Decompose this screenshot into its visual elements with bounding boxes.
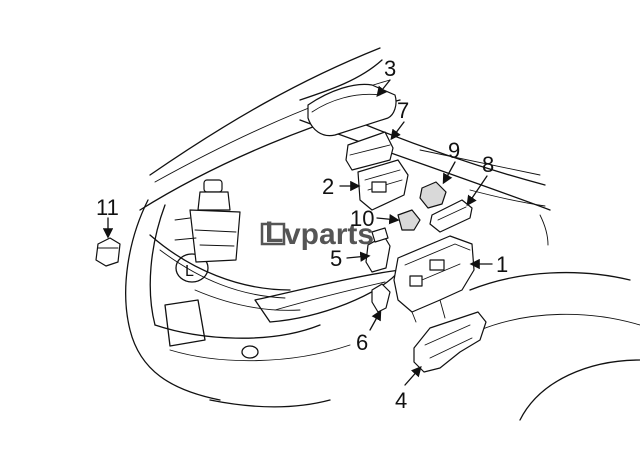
callout-8: 8 [482,152,494,177]
leader-arrows [102,79,493,386]
callout-3: 3 [384,56,396,81]
callout-2: 2 [322,174,334,199]
part-junction-block [357,159,409,211]
part-fuse-box [393,235,475,323]
svg-text:L: L [185,263,194,280]
callout-7: 7 [397,98,409,123]
part-fuse-box-cover [307,83,397,137]
watermark: L vparts [260,216,374,251]
callout-6: 6 [356,330,368,355]
part-relay-9 [419,181,447,209]
part-connector-6 [371,283,391,313]
watermark-text: vparts [284,218,374,251]
part-relay-11 [95,237,121,267]
watermark-logo-letter: L [265,216,283,249]
callout-9: 9 [448,138,460,163]
part-fuse-holder [429,199,473,233]
part-lower-bracket [413,311,487,373]
part-bracket-5 [365,227,391,273]
callout-4: 4 [395,388,407,413]
callout-5: 5 [330,246,342,271]
washer-reservoir [174,179,241,263]
callout-10: 10 [350,206,374,231]
callout-labels: 3 7 2 9 8 10 5 1 6 4 11 [96,56,508,413]
part-relay-block [345,131,394,171]
callout-11: 11 [96,195,119,220]
callout-1: 1 [496,252,508,277]
part-relay-10 [397,209,421,231]
